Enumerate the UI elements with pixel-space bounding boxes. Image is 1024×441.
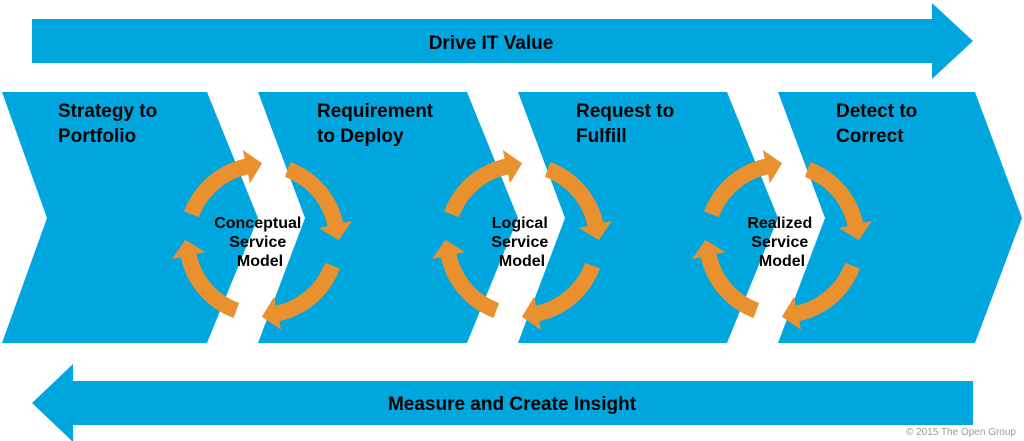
cycle-arrow-segment [284,162,352,241]
cycle-arrow-segment [521,262,600,330]
stage-label-requirement-to-deploy: Requirement to Deploy [317,101,438,147]
cycle-label-line: Service [229,234,286,251]
cycle-arrow-segment [804,162,872,241]
cycle-arrow-segment [184,150,263,218]
cycle-label-line: Conceptual [214,215,301,232]
cycle-label-conceptual-service-model: Conceptual Service Model [214,215,306,270]
cycle-label-line: Logical [492,215,548,232]
stage-label-line: Correct [836,126,904,147]
cycle-arrow-segment [692,239,760,318]
cycle-realized-service-model [692,150,872,330]
cycle-arrow-segment [444,150,523,218]
cycle-conceptual-service-model [172,150,352,330]
cycle-label-line: Realized [747,215,812,232]
cycle-label-line: Service [751,234,808,251]
cycle-label-line: Model [237,253,283,270]
cycle-arrow-segment [261,262,340,330]
stage-label-strategy-to-portfolio: Strategy to Portfolio [58,101,163,147]
measure-and-create-insight-arrow [32,364,973,441]
cycle-arrow-segment [704,150,783,218]
stage-label-line: to Deploy [317,126,404,147]
drive-it-value-arrow [32,3,973,79]
cycle-label-line: Service [491,234,548,251]
stage-label-line: Detect to [836,101,917,122]
cycle-arrow-segment [781,262,860,330]
stage-label-line: Fulfill [576,126,627,147]
stage-label-request-to-fulfill: Request to Fulfill [576,101,679,147]
cycle-logical-service-model [432,150,612,330]
stage-label-line: Requirement [317,101,434,122]
cycle-arrow-segment [172,239,240,318]
cycle-arrow-segment [544,162,612,241]
cycle-label-line: Model [499,253,545,270]
stage-label-line: Request to [576,101,674,122]
copyright-notice: © 2015 The Open Group [905,427,1016,438]
stage-label-line: Strategy to [58,101,157,122]
stage-label-detect-to-correct: Detect to Correct [836,101,923,147]
cycle-label-line: Model [759,253,805,270]
cycle-label-realized-service-model: Realized Service Model [747,215,816,270]
measure-and-create-insight-label: Measure and Create Insight [388,394,637,415]
drive-it-value-label: Drive IT Value [429,33,554,54]
cycle-label-logical-service-model: Logical Service Model [491,215,552,270]
stage-label-line: Portfolio [58,126,136,147]
cycle-arrow-segment [432,239,500,318]
